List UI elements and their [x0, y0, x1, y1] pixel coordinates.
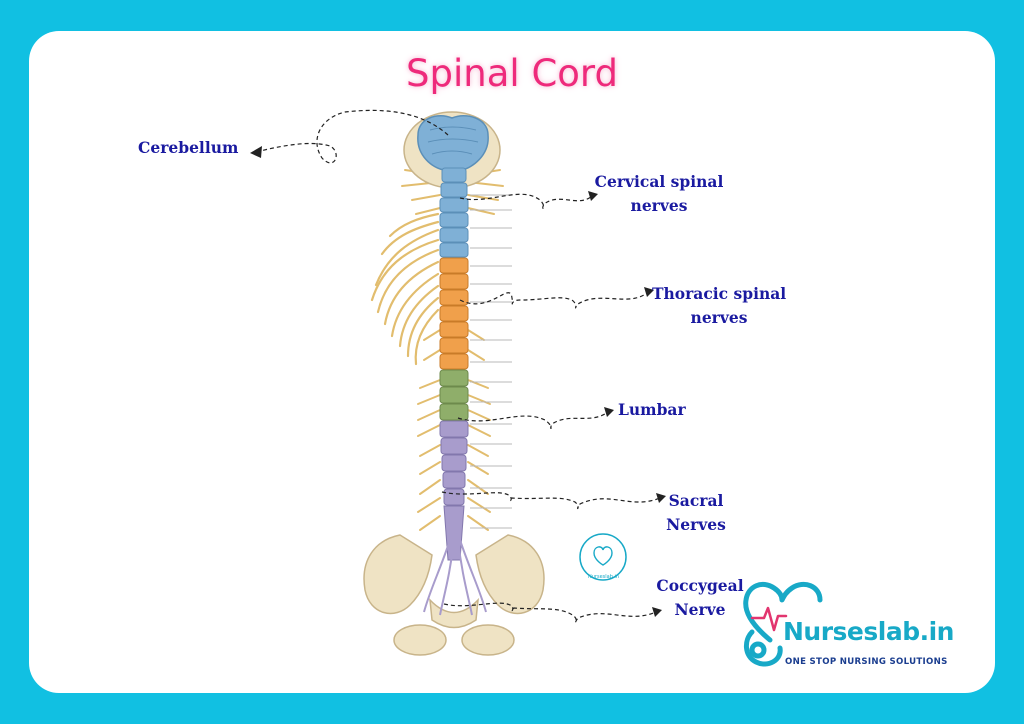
label-cervical-line-2: nerves	[630, 196, 688, 215]
label-coccygeal-line-2: Nerve	[674, 600, 726, 619]
logo-tagline: ONE STOP NURSING SOLUTIONS	[785, 657, 948, 667]
label-cerebellum: Cerebellum	[138, 138, 239, 157]
leader-arrows	[255, 109, 661, 624]
spinal-nerve-roots	[401, 169, 504, 531]
watermark-text: Nurseslab.in	[588, 574, 620, 580]
label-sacral-line-2: Nerves	[666, 515, 726, 534]
left-nerve-fan	[370, 212, 440, 366]
lumbar-segments	[439, 369, 469, 421]
label-cervical-spinal-nerves: Cervical spinal nerves	[594, 170, 724, 218]
sacral-segments	[439, 420, 469, 561]
label-cervical-line-1: Cervical spinal	[594, 172, 724, 191]
diagram-title: Spinal Cord	[406, 52, 618, 95]
watermark-heart-icon	[593, 546, 613, 566]
logo-heart-icon	[743, 582, 823, 667]
arrow-heads	[250, 146, 666, 617]
label-thoracic-line-2: nerves	[690, 308, 748, 327]
label-coccygeal-line-1: Coccygeal	[656, 576, 744, 595]
reference-lines	[470, 194, 512, 529]
cauda-equina	[423, 539, 487, 616]
label-thoracic-spinal-nerves: Thoracic spinal nerves	[652, 282, 786, 330]
watermark-circle	[579, 533, 627, 581]
label-lumbar: Lumbar	[618, 400, 686, 419]
label-sacral-line-1: Sacral	[668, 491, 724, 510]
label-sacral-nerves: Sacral Nerves	[664, 489, 728, 537]
label-thoracic-line-1: Thoracic spinal	[652, 284, 787, 303]
label-coccygeal-nerve: Coccygeal Nerve	[652, 574, 748, 622]
cervical-segments	[439, 167, 469, 258]
logo-name: Nurseslab.in	[783, 617, 954, 646]
cerebellum-shape	[417, 114, 489, 171]
thoracic-segments	[439, 257, 469, 370]
pelvis	[363, 534, 545, 656]
